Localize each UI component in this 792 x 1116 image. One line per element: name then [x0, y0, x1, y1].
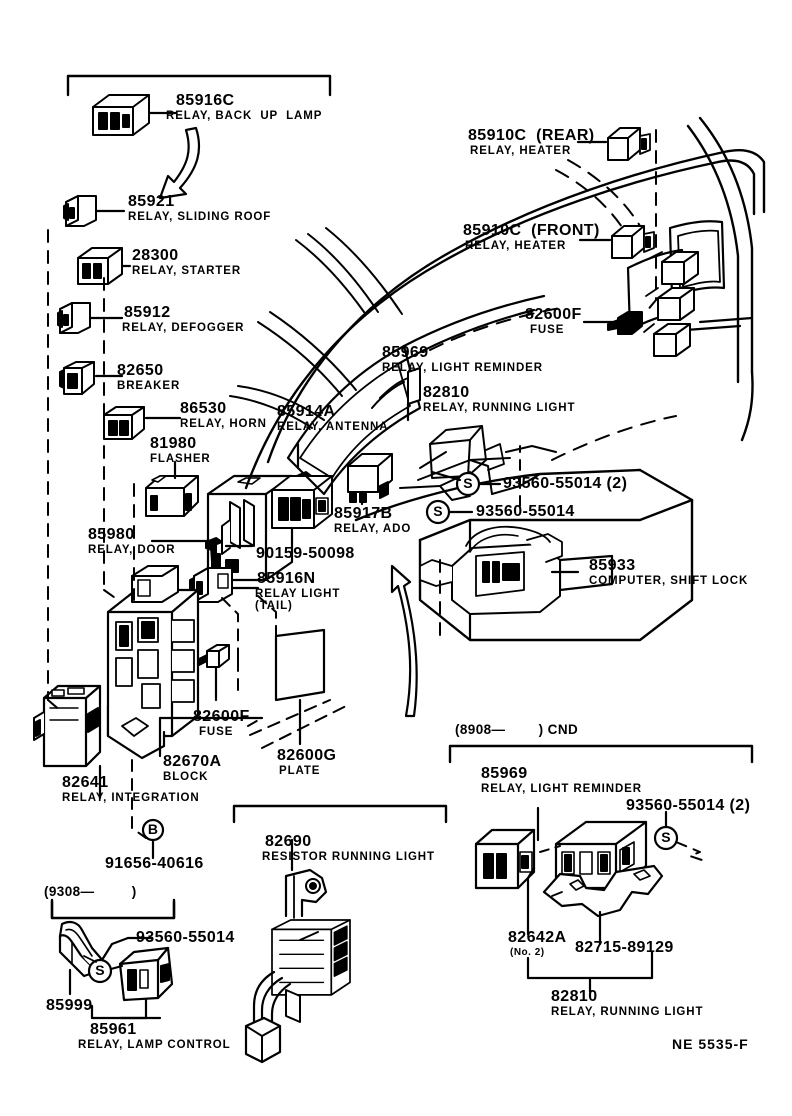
callout-85969-cnd-description: RELAY, LIGHT REMINDER [481, 783, 642, 795]
callout-82600G-description: PLATE [279, 765, 321, 777]
callout-93560-55014-2-dash-part-number: 93560-55014 (2) [503, 475, 628, 492]
callout-93560-55014-lamp-part-number: 93560-55014 [136, 929, 235, 946]
callout-85921-description: RELAY, SLIDING ROOF [128, 211, 272, 223]
callout-85933-description: COMPUTER, SHIFT LOCK [589, 575, 749, 587]
callout-93560-55014-2-cnd-part-number: 93560-55014 (2) [626, 797, 751, 814]
s-marker-cnd-icon: S [661, 829, 671, 845]
callout-82670A-part-number: 82670A [163, 753, 222, 770]
callout-82650-part-number: 82650 [117, 362, 164, 379]
sheet-reference-code: NE 5535-F [672, 1036, 749, 1052]
callout-28300-description: RELAY, STARTER [132, 265, 242, 277]
callout-82810-cnd-part-number: 82810 [551, 988, 598, 1005]
callout-85980-description: RELAY, DOOR [88, 544, 176, 556]
callout-82600F-dash-description: FUSE [530, 324, 565, 336]
callout-85912-part-number: 85912 [124, 304, 171, 321]
s-marker-dash-2-icon: S [433, 503, 443, 519]
callout-85916C-description: RELAY, BACK UP LAMP [166, 110, 323, 122]
callout-86530-description: RELAY, HORN [180, 418, 267, 430]
callout-85917B-part-number: 85917B [334, 505, 393, 522]
callout-82810-dash-part-number: 82810 [423, 384, 470, 401]
callout-85969-cnd-part-number: 85969 [481, 765, 528, 782]
callout-85999-part-number: 85999 [46, 997, 93, 1014]
callout-85933-part-number: 85933 [589, 557, 636, 574]
callout-85916N-part-number: 85916N [257, 570, 316, 587]
callout-85969-dash-description: RELAY, LIGHT REMINDER [382, 362, 543, 374]
callout-82600F-left-description: FUSE [199, 726, 234, 738]
callout-82650-description: BREAKER [117, 380, 181, 392]
callout-82670A-description: BLOCK [163, 771, 209, 783]
callout-82810-cnd-description: RELAY, RUNNING LIGHT [551, 1006, 704, 1018]
callout-85910C-front-description: RELAY, HEATER [465, 240, 567, 252]
callout-28300-part-number: 28300 [132, 247, 179, 264]
callout-85910C-rear-description: RELAY, HEATER [470, 145, 572, 157]
callout-82642A-description: (No. 2) [510, 947, 545, 958]
callout-85914A-part-number: 85914A [277, 403, 336, 420]
callout-82600F-dash-part-number: 82600F [525, 306, 582, 323]
callout-91656-40616-part-number: 91656-40616 [105, 855, 204, 872]
s-marker-dash-1-icon: S [463, 475, 473, 491]
callout-85910C-front-part-number: 85910C (FRONT) [463, 222, 600, 239]
callout-90159-50098-part-number: 90159-50098 [256, 545, 355, 562]
callout-85914A-description: RELAY, ANTENNA [277, 421, 389, 433]
callout-82642A-part-number: 82642A [508, 929, 567, 946]
callout-85961-part-number: 85961 [90, 1021, 137, 1038]
group-caption-lamp-control: (9308— ) [44, 884, 137, 899]
callout-82690-description: RESISTOR RUNNING LIGHT [262, 851, 435, 863]
callout-85916N-description: RELAY LIGHT (TAIL) [255, 588, 341, 612]
callout-85921-part-number: 85921 [128, 193, 175, 210]
callout-82810-dash-description: RELAY, RUNNING LIGHT [423, 402, 576, 414]
callout-85916C-part-number: 85916C [176, 92, 235, 109]
group-caption-cnd: (8908— ) CND [455, 722, 579, 737]
s-marker-lamp-icon: S [95, 962, 105, 978]
callout-85910C-rear-part-number: 85910C (REAR) [468, 127, 595, 144]
callout-85980-part-number: 85980 [88, 526, 135, 543]
callout-85917B-description: RELAY, ADO [334, 523, 412, 535]
callout-85912-description: RELAY, DEFOGGER [122, 322, 245, 334]
callout-82600G-part-number: 82600G [277, 747, 337, 764]
b-marker-integration-icon: B [147, 821, 159, 837]
callout-86530-part-number: 86530 [180, 400, 227, 417]
callout-82715-89129-part-number: 82715-89129 [575, 939, 674, 956]
callout-85961-description: RELAY, LAMP CONTROL [78, 1039, 231, 1051]
callout-82641-part-number: 82641 [62, 774, 109, 791]
callout-82690-part-number: 82690 [265, 833, 312, 850]
callout-85969-dash-part-number: 85969 [382, 344, 429, 361]
callout-93560-55014-dash-part-number: 93560-55014 [476, 503, 575, 520]
callout-81980-description: FLASHER [150, 453, 211, 465]
callout-82641-description: RELAY, INTEGRATION [62, 792, 200, 804]
callout-82600F-left-part-number: 82600F [193, 708, 250, 725]
callout-81980-part-number: 81980 [150, 435, 197, 452]
